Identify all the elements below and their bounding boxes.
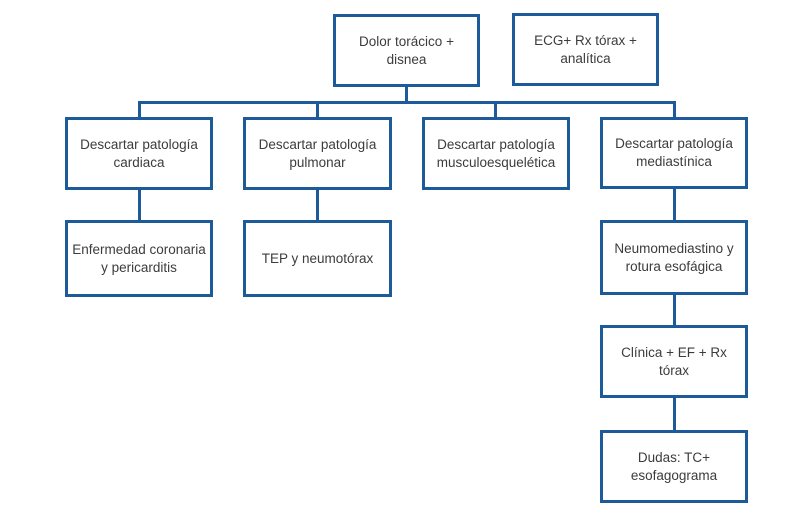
node-descartar-patologia-mediastinica: Descartar patología mediastínica	[600, 117, 748, 189]
connector-branch-horizontal	[138, 101, 676, 104]
node-label: Descartar patología musculoesquelética	[436, 136, 556, 170]
connector-drop-mediastinica	[673, 101, 676, 118]
node-label: TEP y neumotórax	[261, 250, 374, 266]
connector-pulmonar-tep	[316, 190, 319, 221]
connector-drop-pulmonar	[316, 101, 319, 118]
node-dudas-tc-esofagograma: Dudas: TC+ esofagograma	[600, 430, 748, 503]
node-label: Enfermedad coronaria y pericarditis	[72, 241, 206, 275]
node-neumomediastino-rotura-esofagica: Neumomediastino y rotura esofágica	[600, 220, 748, 295]
node-tep-neumotorax: TEP y neumotórax	[243, 220, 392, 297]
connector-clinica-dudas	[673, 397, 676, 431]
node-label: Clínica + EF + Rx tórax	[621, 344, 727, 378]
node-dolor-toracico-disnea: Dolor torácico + disnea	[333, 14, 480, 87]
connector-mediastinica-neumomediastino	[673, 188, 676, 221]
node-label: Descartar patología pulmonar	[258, 136, 377, 170]
node-label: Descartar patología cardiaca	[80, 136, 198, 170]
connector-dolor-to-branch-riser	[405, 87, 408, 102]
node-label: ECG+ Rx tórax + analítica	[534, 32, 637, 66]
node-label: Descartar patología mediastínica	[615, 136, 733, 169]
connector-drop-cardiaca	[138, 101, 141, 118]
connector-cardiaca-coronaria	[138, 190, 141, 221]
node-label: Dudas: TC+ esofagograma	[630, 449, 718, 483]
node-label: Neumomediastino y rotura esofágica	[614, 240, 734, 274]
node-enfermedad-coronaria-pericarditis: Enfermedad coronaria y pericarditis	[65, 220, 213, 297]
node-descartar-patologia-musculoesqueletica: Descartar patología musculoesquelética	[422, 117, 570, 190]
node-label: Dolor torácico + disnea	[359, 33, 454, 67]
node-clinica-ef-rx-torax: Clínica + EF + Rx tórax	[600, 325, 748, 398]
node-descartar-patologia-cardiaca: Descartar patología cardiaca	[65, 117, 213, 190]
node-ecg-rx-torax-analitica: ECG+ Rx tórax + analítica	[512, 13, 659, 86]
connector-drop-musculoesqueletica	[494, 101, 497, 118]
connector-neumomediastino-clinica	[673, 294, 676, 326]
node-descartar-patologia-pulmonar: Descartar patología pulmonar	[243, 117, 392, 190]
